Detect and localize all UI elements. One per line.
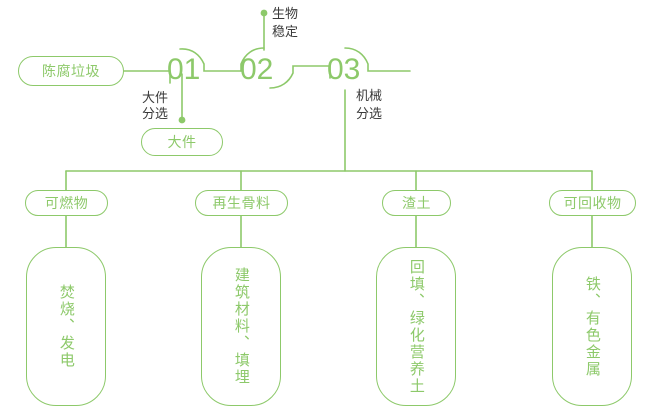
destination-text-3: 回填、绿化营养土 bbox=[407, 258, 425, 395]
destination-text-4: 铁、有色金属 bbox=[583, 275, 601, 378]
stage-number-02[interactable]: 02 bbox=[240, 53, 274, 86]
output-pill-4[interactable]: 可回收物 bbox=[549, 190, 636, 216]
stage-02-annotation-line1: 生物 bbox=[272, 6, 299, 21]
stage-03-annotation-line1: 机械 bbox=[356, 88, 383, 103]
stage-01-annotation-line1: 大件 bbox=[141, 90, 168, 105]
destination-text-2: 建筑材料、填埋 bbox=[232, 267, 250, 386]
stage-03-annotation-line2: 分选 bbox=[356, 106, 383, 121]
destination-box-1[interactable]: 焚烧、发电 bbox=[26, 247, 106, 406]
destination-box-4[interactable]: 铁、有色金属 bbox=[552, 247, 632, 406]
output-pill-3[interactable]: 渣土 bbox=[382, 190, 451, 216]
bulky-endpoint-dot bbox=[178, 116, 186, 124]
destination-box-3[interactable]: 回填、绿化营养土 bbox=[376, 247, 456, 406]
stage-number-01[interactable]: 01 bbox=[167, 53, 201, 86]
stage-number-03[interactable]: 03 bbox=[327, 53, 361, 86]
side-output-pill-bulky[interactable]: 大件 bbox=[141, 128, 223, 156]
wire-02-arc-to-03 bbox=[269, 65, 331, 89]
output-pill-1[interactable]: 可燃物 bbox=[25, 190, 108, 216]
bio-endpoint-dot bbox=[260, 9, 268, 17]
source-node-pill[interactable]: 陈腐垃圾 bbox=[18, 56, 124, 86]
stage-02-annotation-line2: 稳定 bbox=[272, 24, 299, 39]
stage-01-annotation-line2: 分选 bbox=[141, 106, 168, 121]
output-pill-2[interactable]: 再生骨料 bbox=[195, 190, 288, 216]
destination-box-2[interactable]: 建筑材料、填埋 bbox=[201, 247, 281, 406]
destination-text-1: 焚烧、发电 bbox=[57, 284, 75, 369]
